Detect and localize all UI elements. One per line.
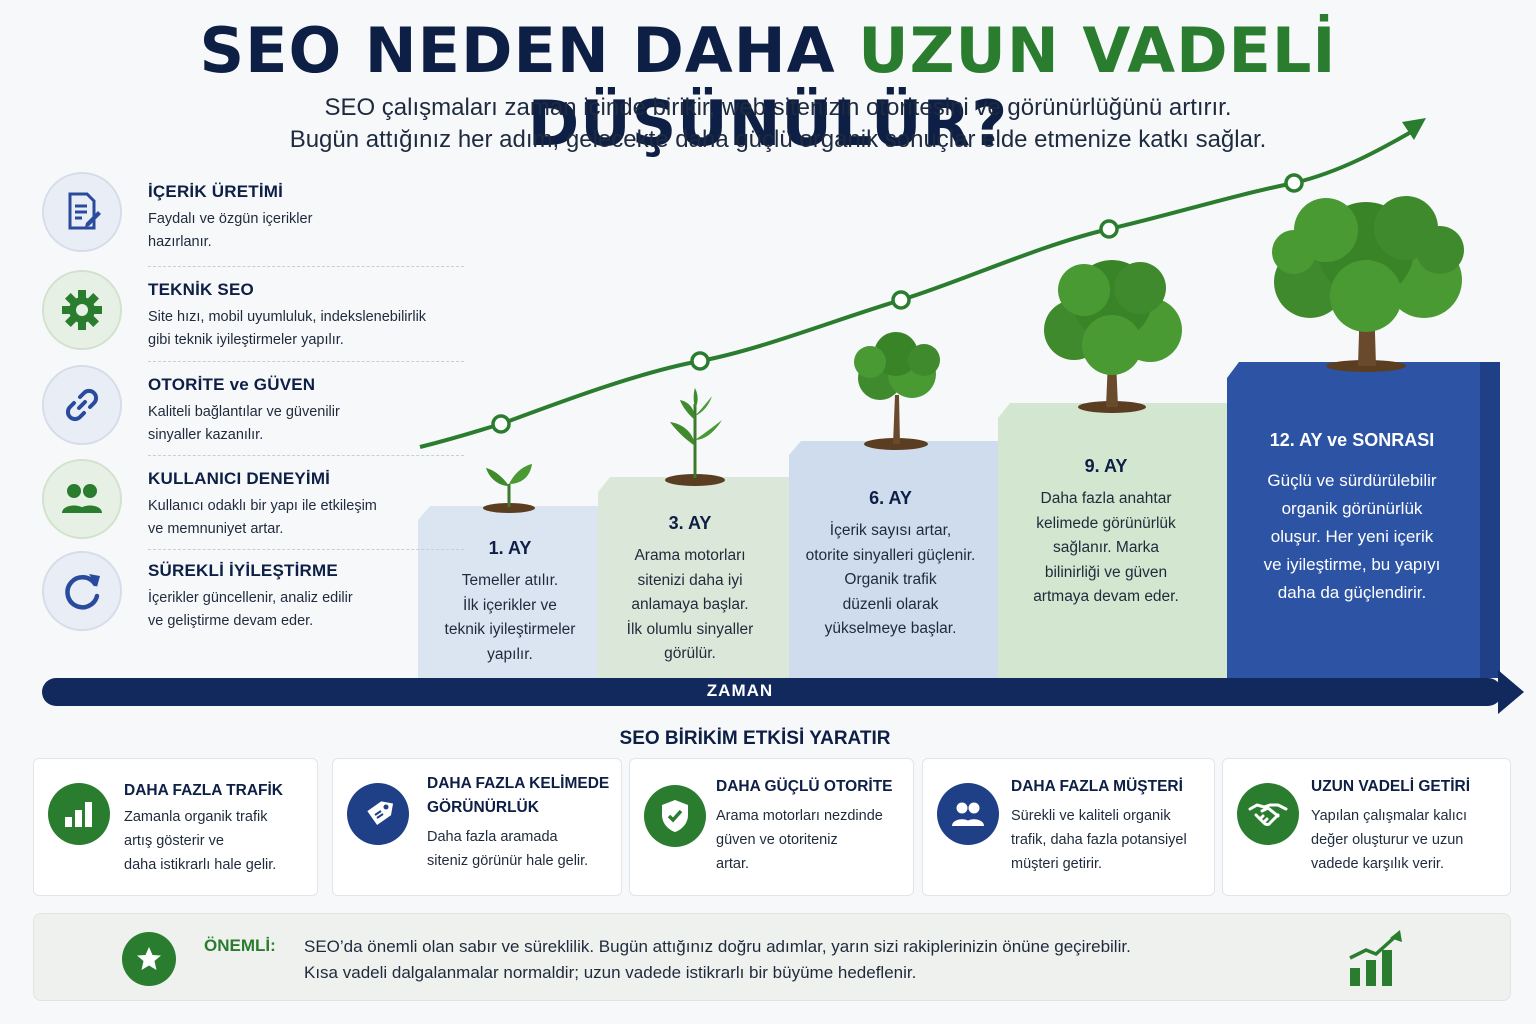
- sprout-plant: [483, 464, 535, 513]
- benefit-card-long-term-return: UZUN VADELİ GETİRİ Yapılan çalışmalar ka…: [1222, 758, 1511, 896]
- subtitle-line-1: SEO çalışmaları zaman içinde birikir, we…: [324, 94, 1232, 121]
- document-edit-icon: [42, 172, 122, 252]
- factor-title: OTORİTE ve GÜVEN: [148, 375, 316, 394]
- tag-icon: [347, 783, 409, 845]
- growth-chart-icon: [1346, 928, 1408, 995]
- factor-title: İÇERİK ÜRETİMİ: [148, 182, 284, 201]
- seedling-plant: [665, 388, 725, 486]
- step-title: 9. AY: [1084, 456, 1128, 476]
- divider: [148, 455, 464, 456]
- step-title: 3. AY: [668, 513, 712, 533]
- factor-content-production: İÇERİK ÜRETİMİ Faydalı ve özgün içerikle…: [42, 172, 472, 262]
- title-part-1: SEO NEDEN DAHA: [199, 14, 859, 87]
- benefit-card-traffic: DAHA FAZLA TRAFİK Zamanla organik trafik…: [33, 758, 318, 896]
- note-label: ÖNEMLİ:: [204, 936, 276, 955]
- page-title: SEO NEDEN DAHA UZUN VADELİ DÜŞÜNÜLÜR?: [0, 14, 1536, 160]
- handshake-icon: [1237, 783, 1299, 845]
- step-title: 12. AY ve SONRASI: [1269, 430, 1435, 450]
- step-title: 6. AY: [869, 488, 912, 508]
- star-icon: [122, 932, 176, 986]
- benefit-card-authority: DAHA GÜÇLÜ OTORİTE Arama motorları nezdi…: [629, 758, 914, 896]
- benefit-title: DAHA FAZLA TRAFİK: [124, 782, 283, 799]
- subtitle-line-2: Bugün attığınız her adım, gelecekte daha…: [289, 126, 1267, 153]
- note-text: SEO’da önemli olan sabır ve süreklilik. …: [304, 937, 1131, 982]
- step-month-12-plus: 12. AY ve SONRASI Güçlü ve sürdürülebili…: [1230, 430, 1474, 607]
- bar-chart-icon: [48, 783, 110, 845]
- benefit-title: DAHA GÜÇLÜ OTORİTE: [716, 778, 893, 795]
- gear-icon: [42, 270, 122, 350]
- growth-point-1: [491, 414, 511, 434]
- divider: [148, 266, 464, 267]
- factor-title: TEKNİK SEO: [148, 280, 254, 299]
- divider: [148, 361, 464, 362]
- factor-continuous-improvement: SÜREKLİ İYİLEŞTİRME İçerikler güncelleni…: [42, 551, 472, 641]
- growth-line: [419, 118, 1426, 449]
- growth-point-2: [690, 351, 710, 371]
- small-tree: [854, 332, 940, 450]
- growth-point-5: [1284, 173, 1304, 193]
- factor-description: Site hızı, mobil uyumluluk, indekslenebi…: [148, 309, 427, 348]
- step-month-6: 6. AY İçerik sayısı artar,otorite sinyal…: [789, 488, 992, 642]
- medium-tree: [1044, 260, 1182, 413]
- refresh-icon: [42, 551, 122, 631]
- step-title: 1. AY: [488, 538, 532, 558]
- important-note: ÖNEMLİ: SEO’da önemli olan sabır ve süre…: [33, 913, 1511, 1001]
- benefit-title: UZUN VADELİ GETİRİ: [1311, 778, 1471, 795]
- factor-title: KULLANICI DENEYİMİ: [148, 469, 331, 488]
- factor-title: SÜREKLİ İYİLEŞTİRME: [148, 561, 338, 580]
- users-icon: [937, 783, 999, 845]
- benefit-title: DAHA FAZLA MÜŞTERİ: [1011, 778, 1183, 795]
- users-icon: [42, 459, 122, 539]
- benefits-title: SEO BİRİKİM ETKİSİ YARATIR: [619, 728, 891, 749]
- benefit-card-customers: DAHA FAZLA MÜŞTERİ Sürekli ve kaliteli o…: [922, 758, 1215, 896]
- title-highlight: UZUN VADELİ: [858, 14, 1337, 87]
- factor-technical-seo: TEKNİK SEO Site hızı, mobil uyumluluk, i…: [42, 270, 472, 360]
- step-description: İçerik sayısı artar,otorite sinyalleri g…: [805, 522, 976, 637]
- growth-point-4: [1099, 219, 1119, 239]
- factor-authority-trust: OTORİTE ve GÜVEN Kaliteli bağlantılar ve…: [42, 365, 472, 455]
- link-icon: [42, 365, 122, 445]
- shield-check-icon: [644, 785, 706, 847]
- large-tree: [1272, 196, 1464, 372]
- divider: [148, 549, 464, 550]
- factor-user-experience: KULLANICI DENEYİMİ Kullanıcı odaklı bir …: [42, 459, 472, 549]
- timeline-label: ZAMAN: [706, 681, 774, 700]
- timeline-arrow: [42, 670, 1524, 714]
- growth-point-3: [891, 290, 911, 310]
